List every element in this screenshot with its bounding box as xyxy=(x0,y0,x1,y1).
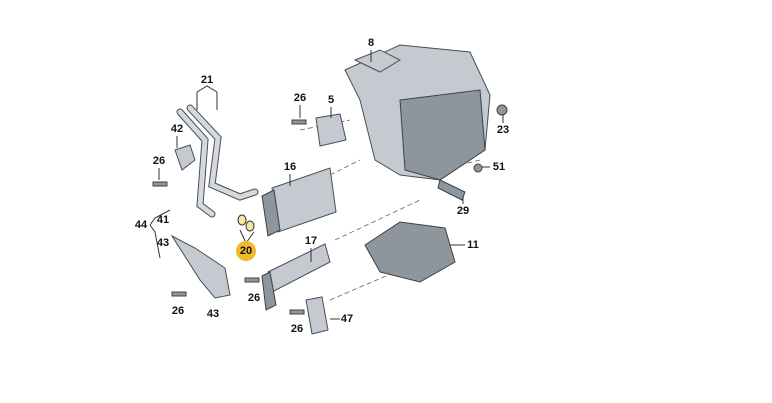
callout-21: 21 xyxy=(200,74,214,86)
callout-47: 47 xyxy=(340,313,354,325)
callout-29: 29 xyxy=(456,205,470,217)
callout-8: 8 xyxy=(367,37,375,49)
callout-5: 5 xyxy=(327,94,335,106)
bracket xyxy=(364,221,456,283)
callout-26: 26 xyxy=(171,305,185,317)
callout-44: 44 xyxy=(134,219,148,231)
heater-housing xyxy=(344,44,491,181)
callout-51: 51 xyxy=(492,161,506,173)
heat-exchanger xyxy=(267,243,331,293)
callout-17: 17 xyxy=(304,235,318,247)
control-unit xyxy=(315,113,347,147)
callout-23: 23 xyxy=(496,124,510,136)
callout-20-highlighted: 20 xyxy=(236,241,256,261)
callout-42: 42 xyxy=(170,123,184,135)
callout-43: 43 xyxy=(206,308,220,320)
callout-26: 26 xyxy=(247,292,261,304)
callout-26: 26 xyxy=(152,155,166,167)
callout-11: 11 xyxy=(467,239,479,251)
callout-43: 43 xyxy=(156,237,170,249)
callout-41: 41 xyxy=(156,214,170,226)
callout-26: 26 xyxy=(293,92,307,104)
callout-26: 26 xyxy=(290,323,304,335)
heater-core xyxy=(261,167,337,237)
cover xyxy=(170,234,231,299)
callout-16: 16 xyxy=(283,161,297,173)
